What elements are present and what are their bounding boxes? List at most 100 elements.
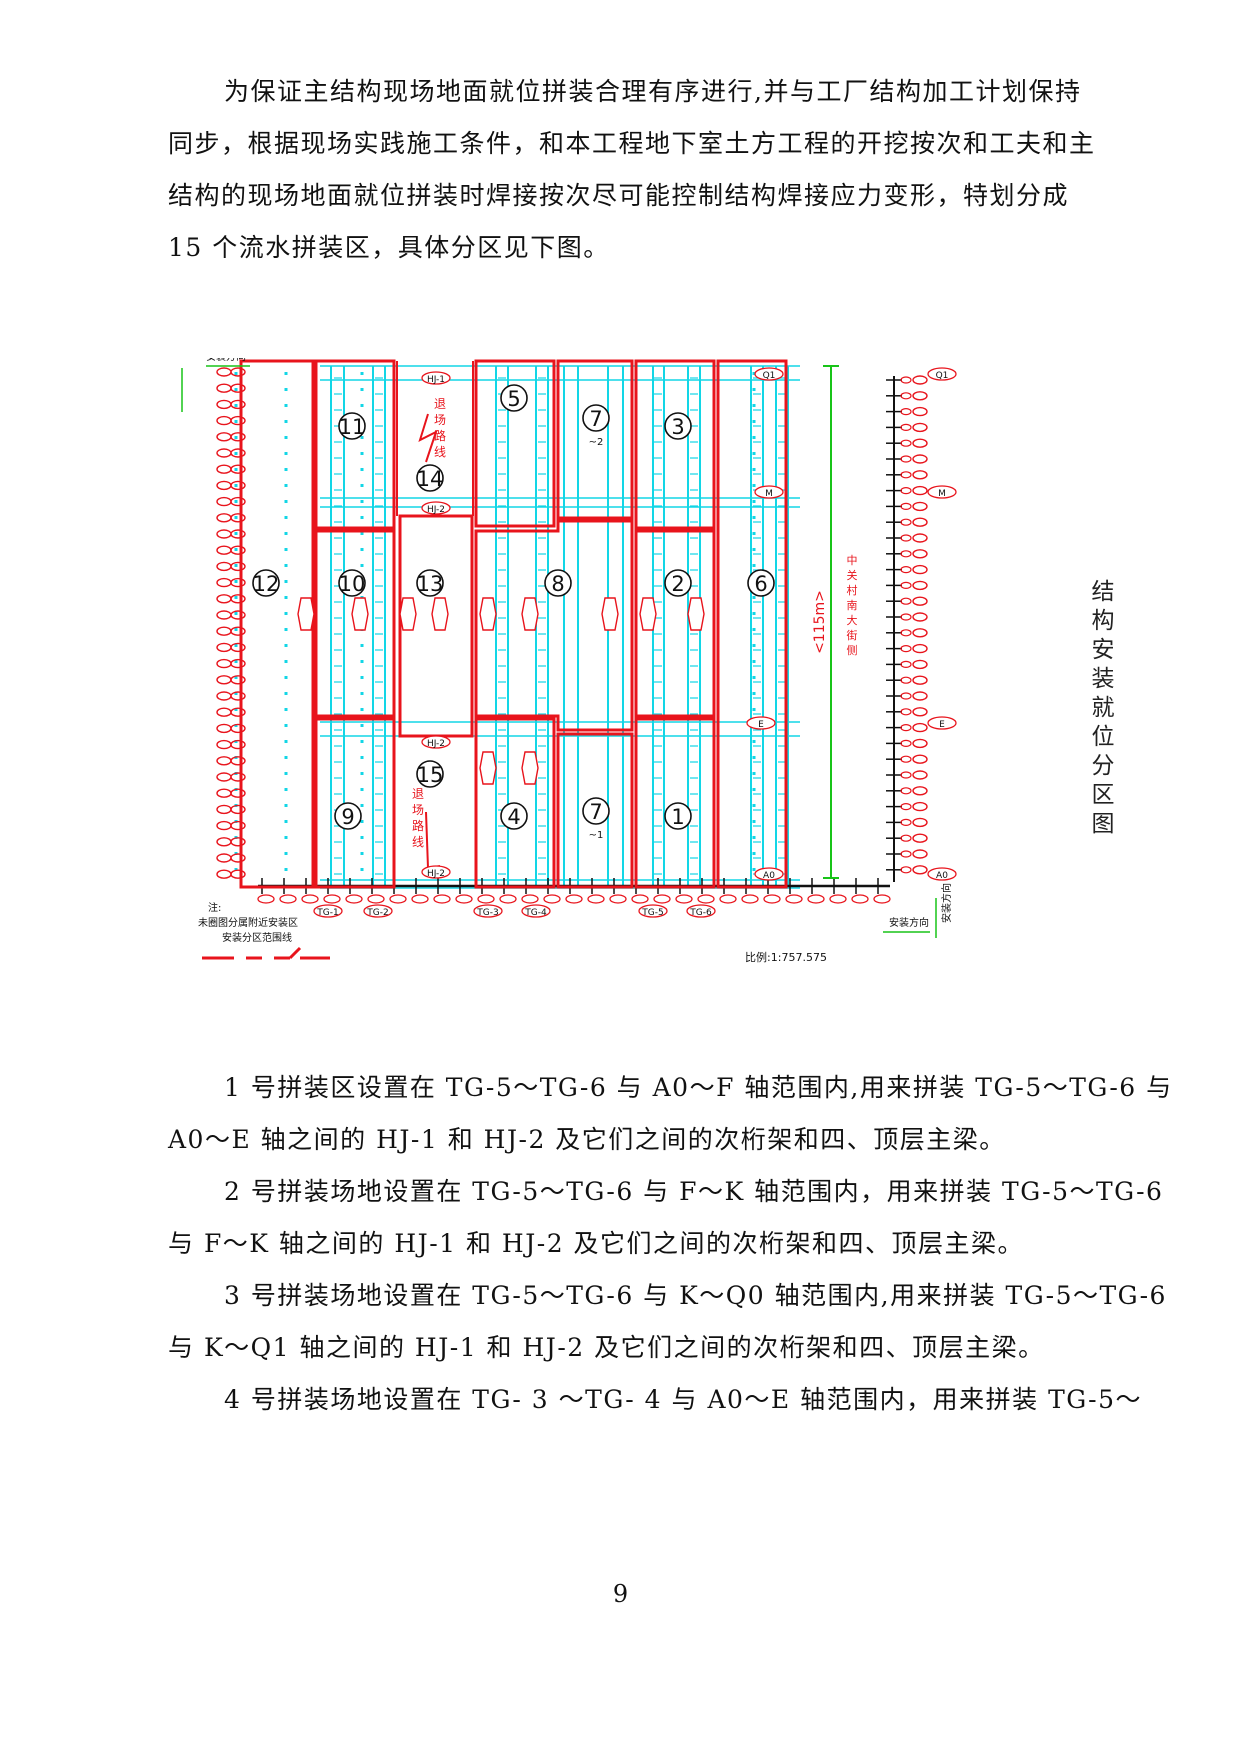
zone-11-label: 11 — [339, 415, 366, 439]
axis-bubble — [411, 894, 429, 904]
axis-tag-m: M — [765, 489, 773, 499]
truss-tag-4-bubble — [521, 904, 551, 918]
zone-2-label: 2 — [671, 572, 684, 596]
axis-bubble — [216, 594, 232, 604]
axis-bubble — [230, 675, 246, 685]
hj-tag-top: HJ-1 — [427, 375, 445, 385]
axis-bubble — [912, 707, 928, 717]
axis-bubble — [900, 629, 912, 637]
axis-tag-e-right-bubble — [927, 716, 957, 730]
zone-5-outline — [474, 359, 556, 528]
truss-tag-2: TG-2 — [366, 908, 388, 918]
axis-bubble — [912, 533, 928, 543]
zone-9-label: 9 — [341, 805, 354, 829]
axis-bubble — [912, 738, 928, 749]
member-marker — [297, 597, 315, 631]
zone-12-outline — [239, 359, 315, 889]
annotations: <77.35m><115m>中关村南大街侧退场路线退场路线安装方向安装方向安装方… — [181, 358, 957, 964]
hj-tag-low-bubble — [421, 735, 451, 749]
intro-paragraph: 为保证主结构现场地面就位拼装合理有序进行,并与工厂结构加工计划保持 同步，根据现… — [168, 66, 1098, 274]
axis-bubble — [230, 383, 246, 393]
hj-tag-mid-bubble — [421, 501, 451, 515]
axis-bubble — [587, 894, 605, 904]
axis-bubble — [230, 853, 246, 863]
axis-bubble — [230, 594, 246, 604]
axis-bubble — [230, 367, 246, 377]
axis-bubble — [912, 628, 928, 638]
exit-route-char-top: 退 — [434, 397, 446, 411]
zone-7-top-outline — [556, 359, 634, 520]
axis-bubble — [900, 439, 912, 447]
zone-7-top-label: 7 — [589, 407, 602, 431]
zone-4-label: 4 — [507, 805, 520, 829]
dimension-height-label: <115m> — [812, 590, 828, 654]
hj-tag-bottom: HJ-2 — [427, 869, 445, 879]
axis-bubble — [912, 659, 928, 670]
side-title-char: 装 — [1091, 666, 1115, 692]
axis-bubble — [807, 894, 825, 904]
note-line-2: 安装分区范围线 — [222, 931, 292, 944]
zone-7-bottom-sub: ~1 — [589, 830, 604, 841]
zone-10-circle — [338, 569, 366, 597]
para2-line2: 与 F～K 轴之间的 HJ-1 和 HJ-2 及它们之间的次桁架和四、顶层主梁。 — [168, 1229, 1025, 1258]
zone-4-outline — [474, 717, 556, 889]
axis-bubble — [912, 501, 928, 512]
axis-bubble — [900, 676, 912, 684]
axis-bubble — [900, 818, 912, 826]
axis-bubble — [900, 518, 912, 526]
axis-bubble — [216, 513, 232, 523]
axis-tag-a0-bubble — [754, 867, 784, 881]
axis-bubble — [230, 529, 246, 539]
axis-bubble — [900, 692, 912, 700]
axis-bubble — [912, 549, 928, 559]
axis-bubble — [216, 739, 232, 750]
axis-bubble — [230, 707, 246, 717]
axis-bubble — [389, 894, 407, 904]
axis-bubble — [230, 432, 246, 442]
zone-9-outline — [314, 717, 396, 889]
axis-bubble — [216, 756, 232, 766]
street-label-char: 侧 — [847, 644, 858, 657]
side-title-char: 构 — [1091, 608, 1115, 634]
street-label-char: 村 — [847, 583, 858, 597]
axis-bubble — [216, 399, 232, 410]
axis-bubble — [521, 894, 539, 904]
axis-bubble — [216, 464, 232, 474]
street-label-char: 中 — [847, 554, 858, 567]
axis-bubble — [912, 422, 928, 433]
axis-bubble — [912, 517, 928, 527]
zone-2-outline — [634, 529, 716, 718]
axis-tag-m-right-bubble — [927, 485, 957, 499]
axis-bubble — [912, 865, 928, 875]
axis-bubble — [230, 804, 246, 815]
axis-bubble — [912, 438, 928, 448]
axis-bubble — [216, 415, 232, 426]
axis-bubble — [900, 550, 912, 558]
exit-route-char-top: 路 — [434, 428, 446, 443]
zone-5-circle — [500, 384, 528, 412]
axis-bubble — [631, 894, 649, 904]
axis-bubble — [230, 642, 246, 653]
axis-bubble — [216, 448, 232, 458]
exit-route-char-top: 线 — [434, 445, 446, 459]
axis-bubble — [912, 406, 928, 417]
exit-route-arrow-bottom — [425, 811, 441, 870]
axis-bubble — [216, 658, 232, 669]
axis-tag-e-bubble — [746, 716, 776, 730]
axis-bubble — [565, 894, 583, 904]
axis-bubble — [230, 415, 246, 426]
axis-bubble — [900, 787, 912, 795]
para4-line1: 4 号拼装场地设置在 TG- 3 ～TG- 4 与 A0～E 轴范围内，用来拼装… — [224, 1385, 1143, 1414]
intro-line-2: 同步，根据现场实践施工条件，和本工程地下室土方工程的开挖按次和工夫和主 — [168, 129, 1096, 158]
axis-bubble — [216, 561, 232, 572]
zone-1-circle — [664, 802, 692, 830]
side-title-char: 分 — [1091, 753, 1115, 779]
zone-9-circle — [334, 802, 362, 830]
axis-bubble — [900, 597, 912, 605]
axis-bubble — [912, 691, 928, 701]
axis-bubble — [912, 564, 928, 575]
axis-bubble — [543, 894, 561, 904]
truss-tag-1: TG-1 — [316, 908, 338, 918]
axis-bubble — [230, 837, 246, 847]
